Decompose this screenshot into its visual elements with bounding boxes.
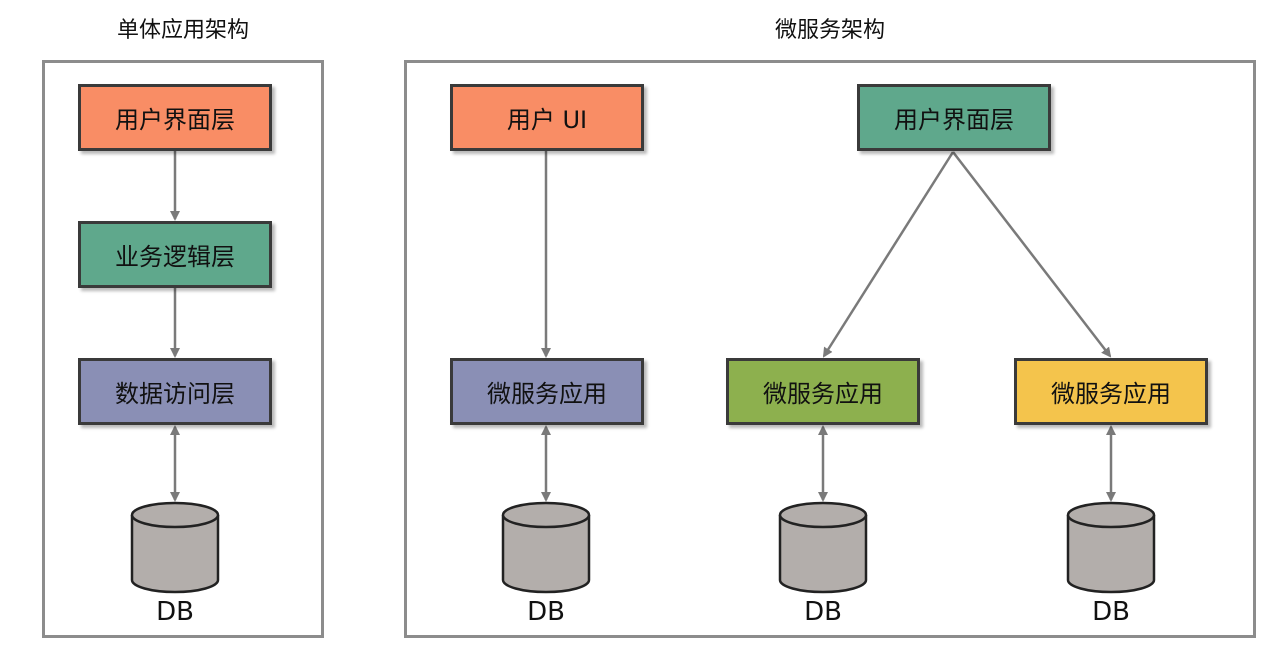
db-label-service-1: DB bbox=[527, 597, 565, 627]
ui-layer-box: 用户界面层 bbox=[857, 84, 1051, 151]
monolith-data-layer-box: 数据访问层 bbox=[78, 358, 272, 425]
db-label-service-3: DB bbox=[1092, 597, 1130, 627]
monolith-frame bbox=[42, 60, 324, 638]
microservice-box-3: 微服务应用 bbox=[1014, 358, 1208, 425]
microservice-box-2: 微服务应用 bbox=[726, 358, 920, 425]
microservices-frame bbox=[404, 60, 1256, 638]
db-label-monolith: DB bbox=[156, 597, 194, 627]
monolith-logic-layer-box: 业务逻辑层 bbox=[78, 221, 272, 288]
monolith-title: 单体应用架构 bbox=[116, 18, 249, 43]
user-ui-box: 用户 UI bbox=[450, 84, 644, 151]
monolith-ui-layer-box: 用户界面层 bbox=[78, 84, 272, 151]
microservices-title: 微服务架构 bbox=[774, 18, 885, 43]
microservice-box-1: 微服务应用 bbox=[450, 358, 644, 425]
db-label-service-2: DB bbox=[804, 597, 842, 627]
